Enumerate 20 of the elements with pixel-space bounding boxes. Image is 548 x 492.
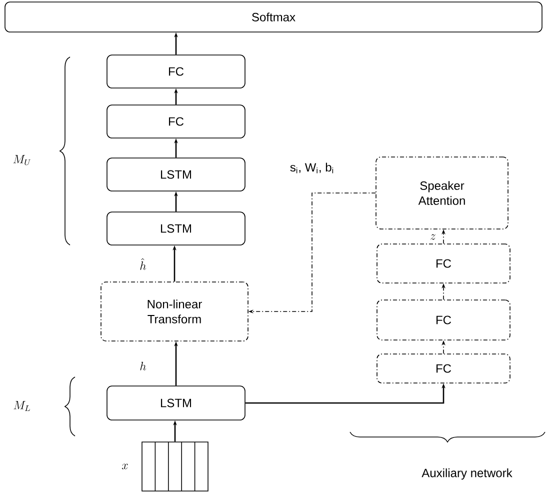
transform-box: Non-linear Transform <box>100 282 248 342</box>
fc-box: FC <box>376 244 510 284</box>
edge-label: $z$ <box>429 233 437 241</box>
softmax-box: Softmax <box>4 2 542 32</box>
lstm-box: LSTM <box>106 386 246 420</box>
edge-label: $\hat{h}$ <box>138 257 148 271</box>
attention-box: Speaker Attention <box>376 156 508 230</box>
fc-box: FC <box>376 354 510 384</box>
edge-label: $h$ <box>138 360 148 372</box>
module-label: $M_U$ <box>13 155 30 166</box>
fc-box: FC <box>106 54 246 88</box>
fc-box: FC <box>106 104 246 138</box>
lstm-box: LSTM <box>106 212 246 246</box>
module-label: $M_L$ <box>14 401 30 411</box>
input-vector-drawing <box>142 442 208 492</box>
fc-box: FC <box>376 300 510 340</box>
input-label: $x$ <box>122 464 128 470</box>
lstm-box: LSTM <box>106 158 246 192</box>
edge-label: s$_{i}$, W$_{i}$, b$_{i}$ <box>288 162 336 174</box>
group-label: Auxiliary network <box>422 468 512 480</box>
